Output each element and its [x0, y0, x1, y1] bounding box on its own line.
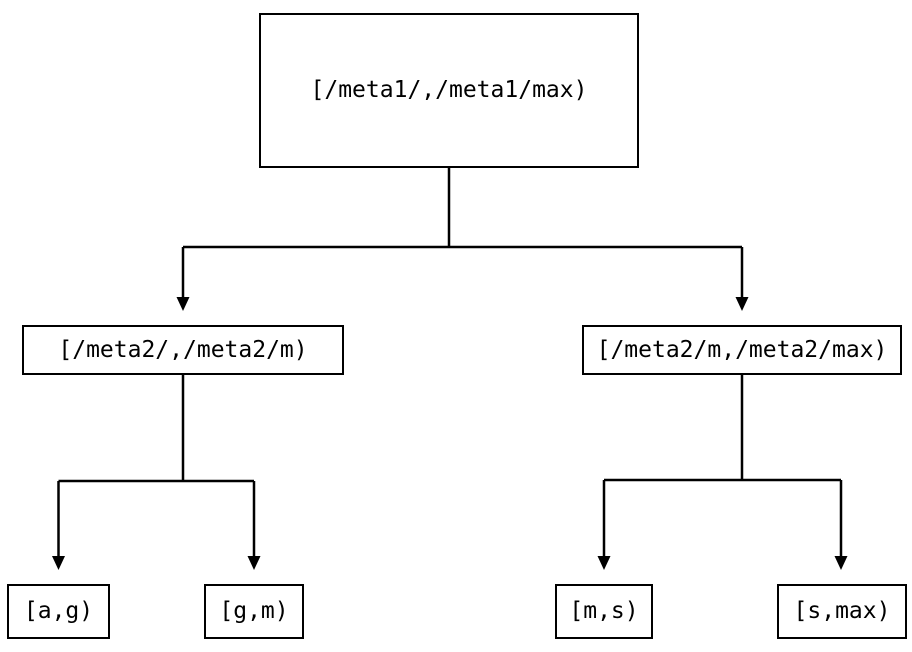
- arrowhead-down-icon: [247, 556, 261, 570]
- arrowhead-down-icon: [597, 556, 611, 570]
- edge-right-to-leaves: [597, 375, 848, 570]
- edge-root-to-children: [176, 168, 749, 311]
- edge-root-stem: [181, 168, 744, 297]
- edge-right-stem: [602, 375, 843, 556]
- node-root: [/meta1/,/meta1/max): [259, 13, 639, 168]
- arrowhead-down-icon: [834, 556, 848, 570]
- node-right-child: [/meta2/m,/meta2/max): [582, 325, 902, 375]
- node-right-child-label: [/meta2/m,/meta2/max): [596, 336, 888, 363]
- edge-left-stem: [57, 375, 256, 556]
- arrowhead-down-icon: [52, 556, 65, 570]
- arrowhead-down-icon: [176, 297, 190, 311]
- node-left-child: [/meta2/,/meta2/m): [22, 325, 344, 375]
- node-leaf-gm: [g,m): [204, 584, 304, 639]
- node-leaf-smax: [s,max): [777, 584, 907, 639]
- node-leaf-ms: [m,s): [555, 584, 653, 639]
- arrowhead-down-icon: [735, 297, 749, 311]
- node-leaf-smax-label: [s,max): [793, 598, 891, 624]
- node-leaf-ag: [a,g): [7, 584, 110, 639]
- edge-left-to-leaves: [52, 375, 261, 570]
- node-leaf-ag-label: [a,g): [23, 598, 94, 624]
- node-leaf-ms-label: [m,s): [569, 598, 639, 624]
- node-root-label: [/meta1/,/meta1/max): [310, 77, 588, 103]
- node-leaf-gm-label: [g,m): [219, 598, 289, 624]
- node-left-child-label: [/meta2/,/meta2/m): [58, 336, 308, 363]
